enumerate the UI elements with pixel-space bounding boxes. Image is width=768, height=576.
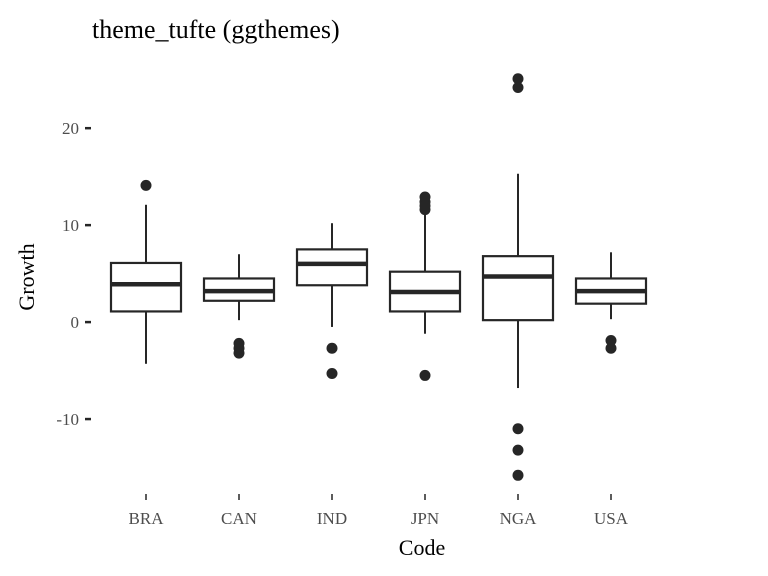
x-axis-label: Code — [399, 535, 445, 560]
y-tick-label: 10 — [62, 216, 79, 235]
outlier-point — [512, 444, 524, 456]
box-nga — [481, 73, 555, 481]
box-can — [202, 254, 276, 359]
outlier-point — [326, 367, 338, 379]
y-axis-label: Growth — [14, 243, 39, 310]
box-ind — [295, 223, 369, 379]
box-iqr — [109, 261, 183, 313]
outlier-point — [140, 179, 152, 191]
x-tick-label: JPN — [411, 509, 439, 528]
box-jpn — [388, 191, 462, 381]
x-tick-label: BRA — [129, 509, 165, 528]
x-tick-label: IND — [317, 509, 347, 528]
y-tick-label: -10 — [56, 410, 79, 429]
outlier-point — [419, 369, 431, 381]
boxes — [109, 73, 648, 481]
y-axis: -10 0 10 20 — [56, 119, 91, 429]
x-tick-label: CAN — [221, 509, 257, 528]
y-tick-label: 20 — [62, 119, 79, 138]
outlier-point — [605, 335, 617, 347]
outlier-point — [419, 191, 431, 203]
outlier-point — [605, 342, 617, 354]
box-iqr — [481, 255, 555, 322]
outlier-point — [512, 81, 524, 93]
box-iqr — [295, 248, 369, 287]
x-axis: BRA CAN IND JPN NGA USA — [129, 494, 629, 528]
chart-title: theme_tufte (ggthemes) — [92, 15, 340, 44]
outlier-point — [233, 347, 245, 359]
outlier-point — [512, 469, 524, 481]
outlier-point — [326, 342, 338, 354]
outlier-point — [512, 73, 524, 85]
x-tick-label: NGA — [500, 509, 538, 528]
x-tick-label: USA — [594, 509, 629, 528]
box-bra — [109, 179, 183, 364]
outlier-point — [512, 423, 524, 435]
box-usa — [574, 252, 648, 354]
y-tick-label: 0 — [71, 313, 80, 332]
